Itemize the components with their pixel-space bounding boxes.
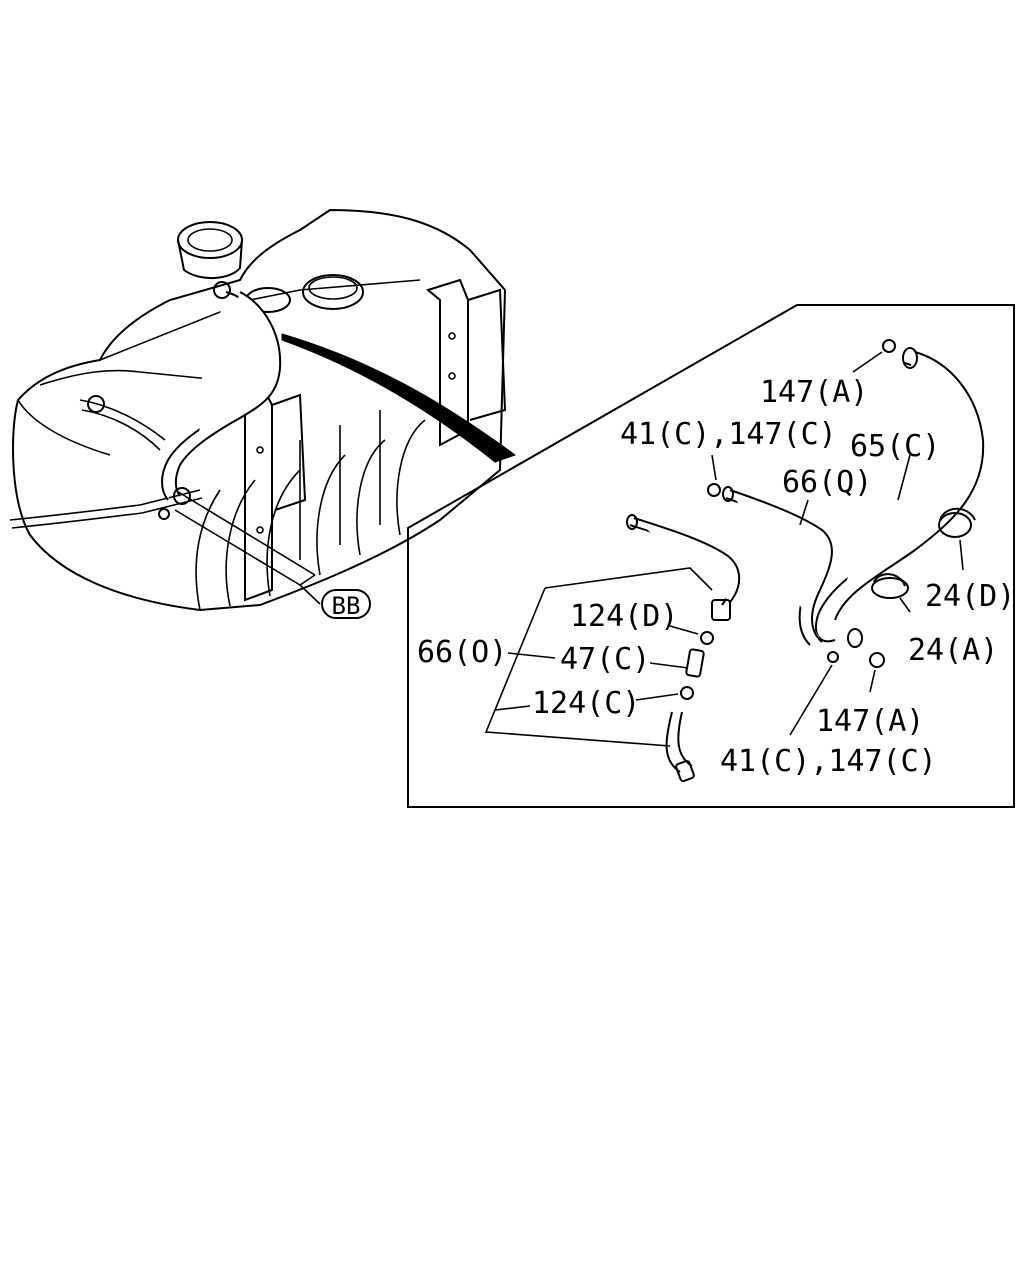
- fuel-tank-illustration: [9, 208, 507, 612]
- small-parts: [680, 339, 976, 700]
- hose-clamp-41c-top: [707, 483, 721, 497]
- hose-65c: [815, 347, 985, 648]
- hose-66q: [722, 486, 833, 646]
- label-24d: 24(D): [925, 579, 1015, 614]
- label-41c-147c-bottom: 41(C),147(C): [720, 744, 937, 779]
- label-65c: 65(C): [850, 429, 940, 464]
- hose-66o: [626, 514, 741, 783]
- callout-wedge: [281, 333, 517, 463]
- connector-47c: [685, 648, 705, 678]
- bb-label: BB: [332, 592, 361, 620]
- hose-clamp-124d: [700, 631, 714, 645]
- hose-clamp-147a-bottom: [869, 652, 885, 668]
- label-66o: 66(O): [417, 635, 507, 670]
- part-labels: 147(A) 41(C),147(C) 65(C) 66(Q) 24(D) 24…: [417, 375, 1015, 779]
- label-147a-top: 147(A): [760, 375, 868, 410]
- label-147a-bottom: 147(A): [816, 704, 924, 739]
- label-41c-147c-top: 41(C),147(C): [620, 417, 837, 452]
- bb-pointer: BB: [174, 489, 371, 620]
- hose-clamp-41c-bottom: [827, 651, 839, 663]
- leader-lines: [484, 351, 964, 747]
- bb-badge: [321, 589, 371, 619]
- hose-clamp-124c: [680, 686, 694, 700]
- detail-frame: [407, 304, 1015, 808]
- label-124c: 124(C): [532, 686, 640, 721]
- label-124d: 124(D): [570, 599, 678, 634]
- label-66q: 66(Q): [782, 465, 872, 500]
- hose-clamp-147a-top: [882, 339, 896, 353]
- label-47c: 47(C): [560, 642, 650, 677]
- label-24a: 24(A): [908, 633, 998, 668]
- hose-clamp-24a: [871, 577, 909, 599]
- hose-clamp-24d: [938, 512, 972, 538]
